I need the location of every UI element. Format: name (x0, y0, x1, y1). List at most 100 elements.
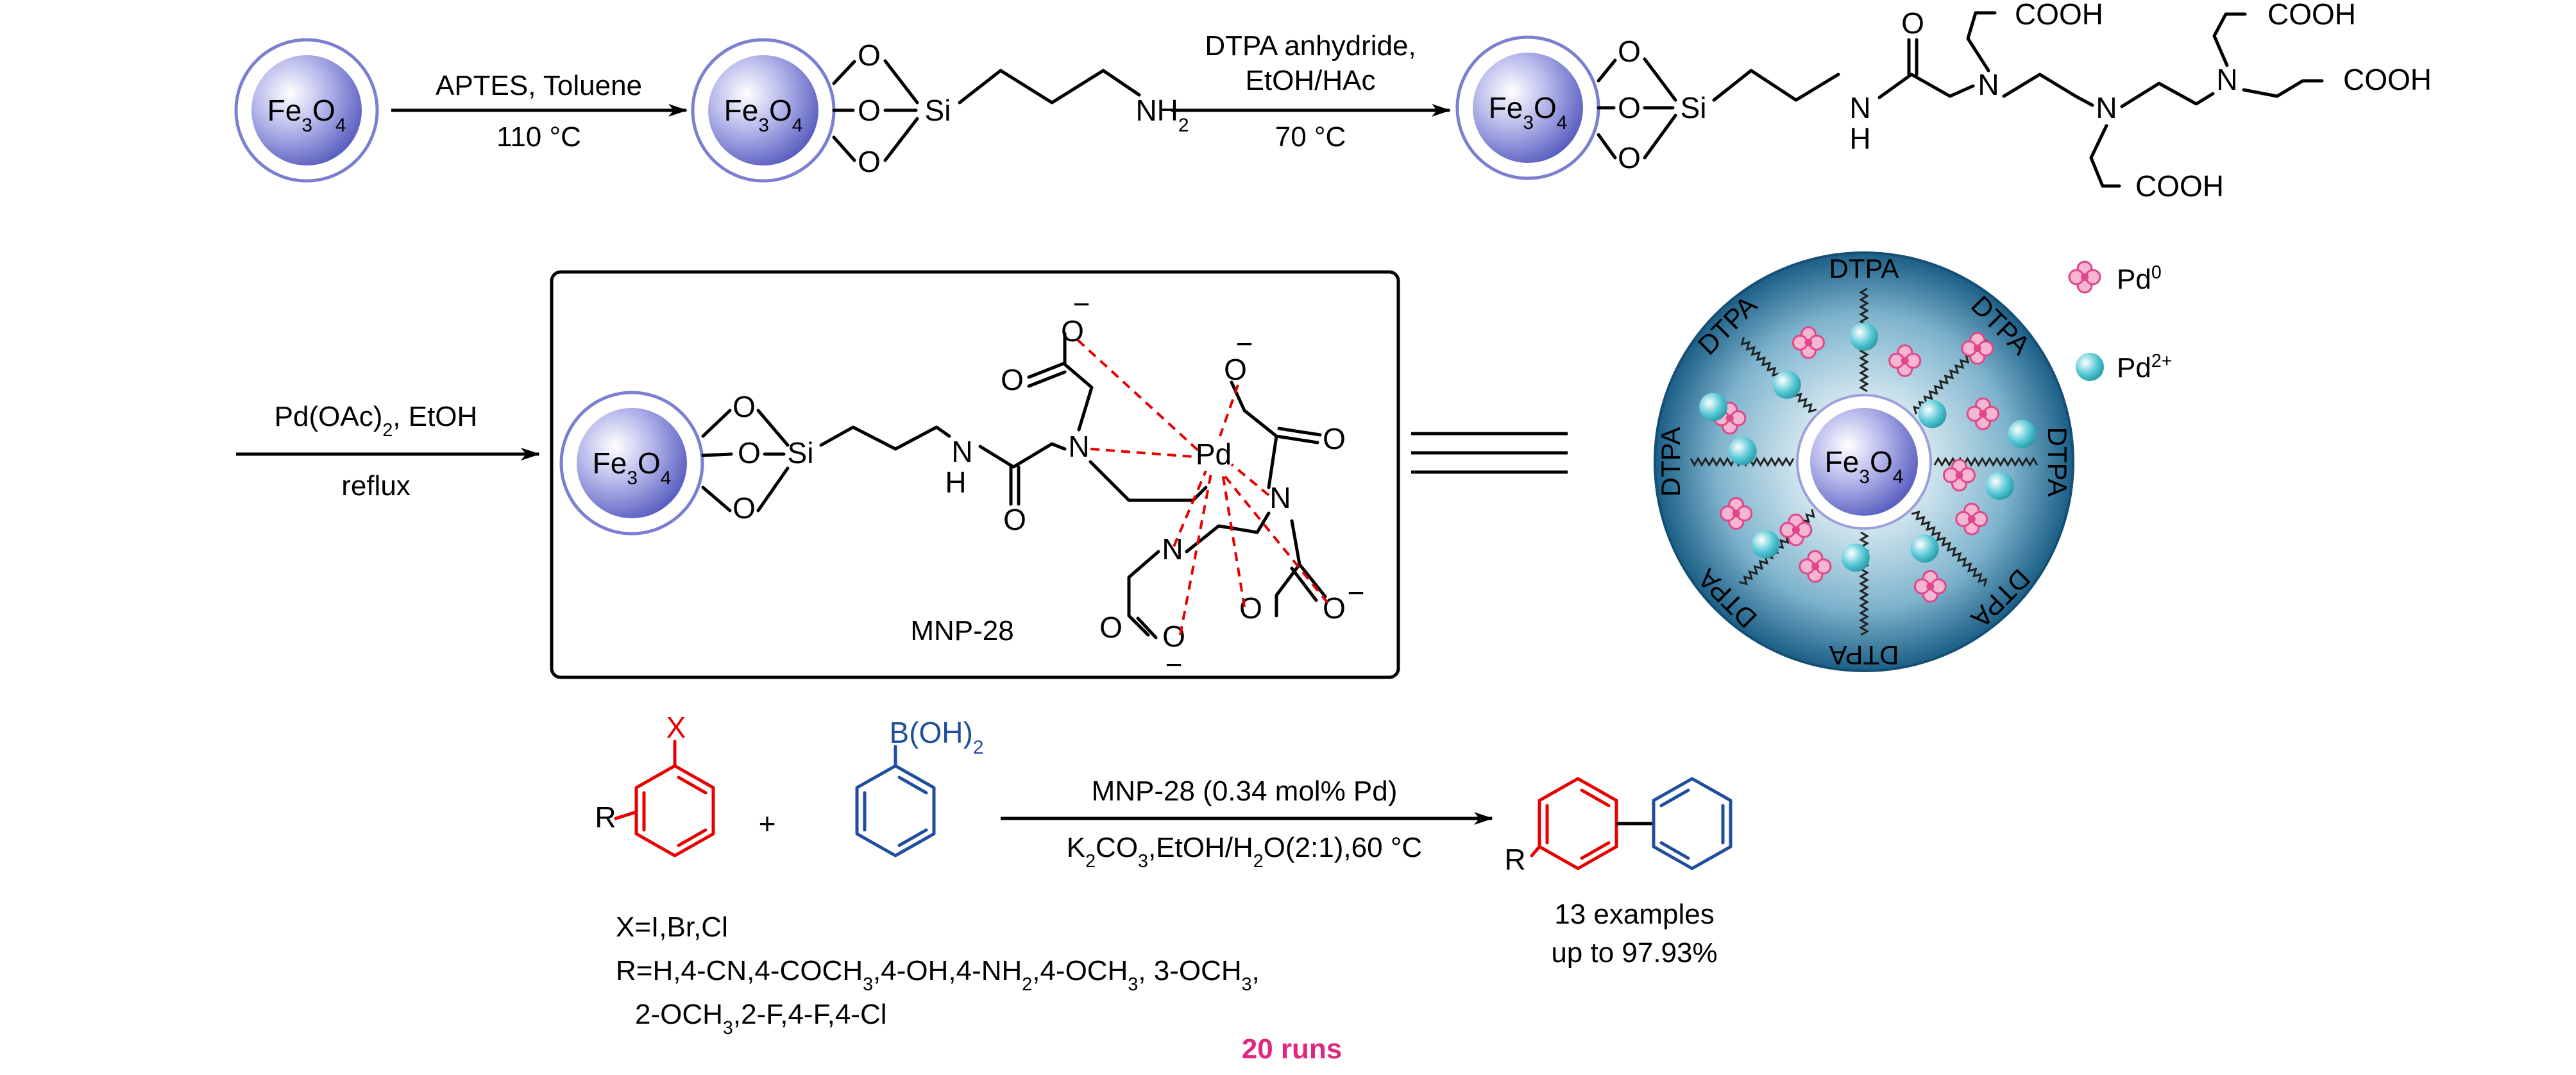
example-count: 13 examples (1554, 899, 1714, 930)
boronic-acid-label: B(OH)2 (890, 716, 984, 758)
silicon-atom: Si (1681, 91, 1707, 124)
biphenyl-product: R (1504, 777, 1733, 876)
step3-arrow: Pd(OAc)2, EtOH reflux (236, 401, 540, 502)
amide-nh: N (951, 435, 972, 468)
step1-conditions: 110 °C (496, 121, 581, 153)
oxygen-atom: O (1618, 91, 1641, 124)
oxygen-atom: O (1618, 35, 1641, 68)
nitrogen-atom: N (1068, 430, 1089, 463)
pd2-particle (1841, 543, 1870, 572)
pd2-particle (1985, 471, 2014, 500)
step2-arrow: DTPA anhydride, EtOH/HAc 70 °C (1171, 30, 1451, 153)
pd0-legend-label: Pd0 (2117, 262, 2162, 295)
pd2-particle (1699, 393, 1728, 421)
pd0-legend-icon (2068, 260, 2101, 294)
palladium-atom: Pd (1196, 437, 1232, 471)
nitrogen-atom: N (2096, 91, 2117, 124)
step3-conditions: reflux (341, 470, 411, 502)
pd2-particle (1910, 534, 1939, 563)
step3-reagents: Pd(OAc)2, EtOH (275, 401, 478, 441)
r-scope-line1: R=H,4-CN,4-COCH3,4-OH,4-NH2,4-OCH3, 3-OC… (616, 955, 1260, 995)
pd2-particle (1728, 437, 1757, 466)
negative-charge: − (1236, 327, 1253, 360)
oxygen-atom: O (738, 436, 761, 470)
pd2-particle (2008, 419, 2037, 448)
max-yield: up to 97.93% (1551, 937, 1717, 969)
recycle-runs: 20 runs (1242, 1033, 1343, 1065)
amide-h: H (945, 466, 966, 499)
oxygen-atom: O (733, 390, 756, 423)
cooh-group: COOH (2343, 63, 2432, 96)
amide-h: H (1849, 122, 1870, 155)
fe3o4-aptes-particle: Fe3O4 O O O Si NH2 (691, 38, 1189, 183)
carboxylate-oxygen: O (1323, 591, 1346, 625)
pd2-particle (1918, 400, 1947, 428)
nitrogen-atom: N (2216, 63, 2237, 96)
fe3o4-label: Fe3O4 (593, 446, 672, 489)
nitrogen-atom: N (1978, 68, 1999, 101)
dtpa-label: DTPA (2042, 427, 2072, 497)
pd2-particle (1850, 323, 1878, 351)
substituent-r: R (595, 800, 616, 834)
coupling-conditions: K2CO3,EtOH/H2O(2:1),60 °C (1067, 832, 1422, 872)
fe3o4-label: Fe3O4 (267, 94, 346, 136)
dtpa-chain (1911, 511, 1988, 587)
step1-arrow: APTES, Toluene 110 °C (391, 70, 688, 153)
carboxylate-oxygen: O (1001, 363, 1024, 396)
legend: Pd0 Pd2+ (2068, 260, 2172, 384)
pd2-legend-label: Pd2+ (2117, 351, 2172, 384)
halide-x: X (666, 711, 686, 744)
cooh-group: COOH (2015, 0, 2103, 31)
step1-reagents: APTES, Toluene (436, 70, 642, 101)
negative-charge: − (1073, 287, 1090, 321)
pd2-particle (1772, 370, 1801, 399)
fe3o4-label: Fe3O4 (1489, 91, 1568, 133)
fe3o4-dtpa-particle: Fe3O4 O O O Si N H O N COOH N COOH N COO… (1455, 0, 2432, 203)
amide-nh: N (1849, 91, 1870, 124)
negative-charge: − (1348, 576, 1365, 609)
silicon-atom: Si (925, 94, 951, 127)
dtpa-label: DTPA (1656, 427, 1686, 497)
dtpa-label: DTPA (1829, 640, 1899, 670)
carboxylate-oxygen: O (1239, 591, 1262, 625)
coupling-catalyst: MNP-28 (0.34 mol% Pd) (1092, 775, 1398, 807)
pd2-particle (1751, 530, 1780, 559)
fe3o4-particle-bare: Fe3O4 (234, 38, 379, 183)
amine-group: NH2 (1135, 94, 1189, 136)
equivalence-sign (1411, 432, 1568, 474)
aryl-halide-structure: X R (595, 711, 715, 858)
mnp28-structure-box: Fe3O4 O O O Si N H O N O O − Pd N O O − … (550, 270, 1400, 681)
cooh-group: COOH (2267, 0, 2356, 31)
cooh-group: COOH (2135, 169, 2224, 203)
r-scope-line2: 2-OCH3,2-F,4-F,4-Cl (635, 999, 887, 1038)
nitrogen-atom: N (1269, 481, 1291, 514)
carbonyl-oxygen: O (1323, 422, 1346, 455)
coupling-arrow: MNP-28 (0.34 mol% Pd) K2CO3,EtOH/H2O(2:1… (1001, 775, 1493, 872)
fe3o4-core-label: Fe3O4 (1825, 445, 1904, 487)
boronic-acid-structure: B(OH)2 (855, 716, 984, 858)
carbonyl-oxygen: O (1901, 6, 1924, 40)
nitrogen-atom: N (1162, 532, 1183, 566)
dtpa-chain (1933, 456, 2038, 468)
oxygen-atom: O (858, 38, 881, 72)
product-r: R (1504, 843, 1525, 876)
carbonyl-oxygen: O (1003, 503, 1026, 536)
dtpa-label: DTPA (1829, 253, 1899, 284)
step2-reagents: DTPA anhydride, (1205, 30, 1416, 62)
x-scope: X=I,Br,Cl (616, 911, 728, 943)
carboxylate-oxygen: O (1162, 620, 1185, 653)
oxygen-atom: O (1618, 141, 1641, 174)
pd2-legend-icon (2076, 353, 2104, 381)
plus-sign: + (759, 807, 776, 840)
carboxylate-oxygen: O (1099, 611, 1123, 644)
fe3o4-label: Fe3O4 (724, 94, 803, 136)
step2-conditions: 70 °C (1275, 121, 1346, 153)
oxygen-atom: O (858, 94, 881, 127)
silicon-atom: Si (788, 436, 814, 470)
oxygen-atom: O (858, 145, 881, 178)
carboxylate-oxygen: O (1224, 353, 1247, 386)
catalyst-name: MNP-28 (910, 615, 1013, 647)
step2-solvent: EtOH/HAc (1246, 65, 1376, 96)
